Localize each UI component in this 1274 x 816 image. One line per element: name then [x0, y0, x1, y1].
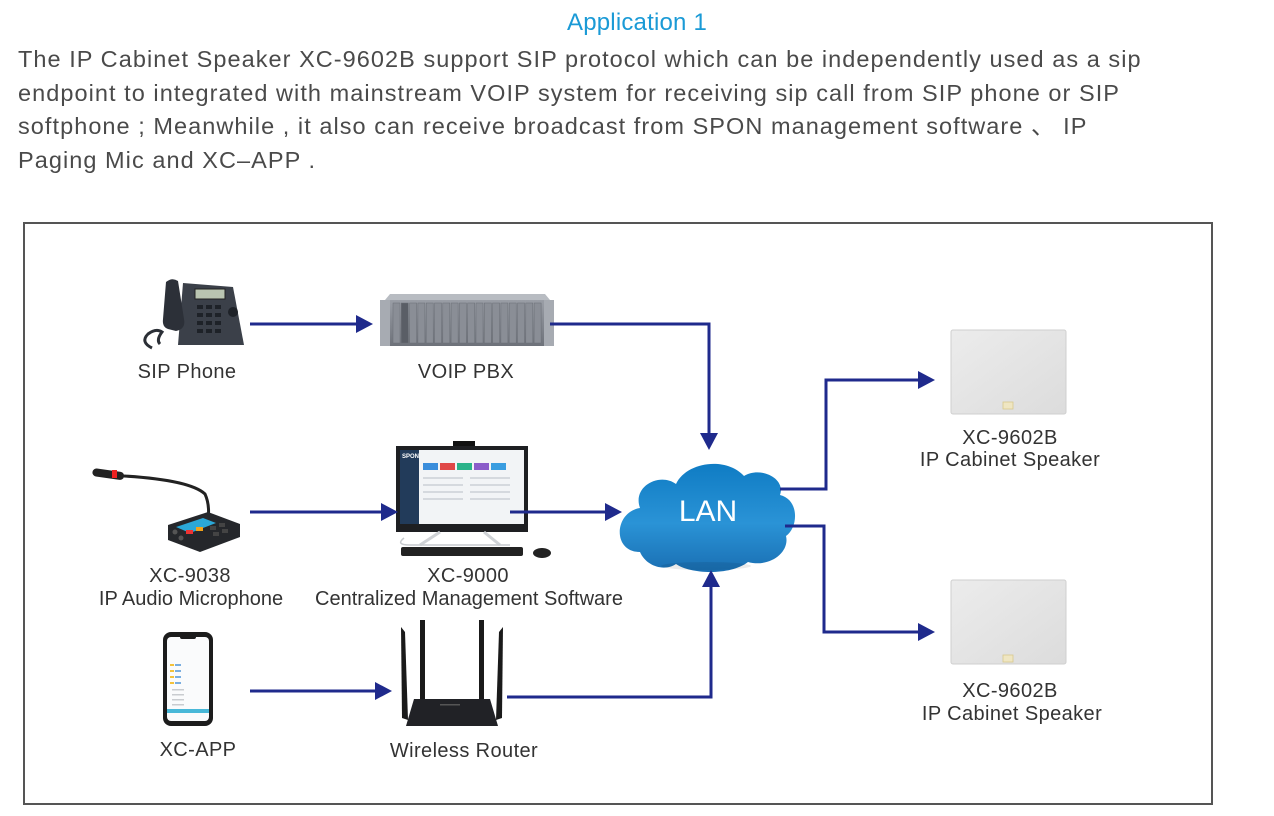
connector-line-router-to-lan [507, 587, 713, 699]
arrowhead-icon [605, 503, 622, 521]
software-name-label: Centralized Management Software [315, 588, 623, 610]
description-line: softphone ; Meanwhile , it also can rece… [18, 113, 1088, 139]
connector-group [250, 315, 935, 700]
smartphone-icon [163, 632, 213, 726]
rack-slots [392, 302, 542, 344]
software-model-label: XC-9000 [427, 565, 509, 587]
rack-slot [500, 302, 509, 344]
description-line: endpoint to integrated with mainstream V… [18, 79, 1121, 106]
lan-label: LAN [679, 495, 737, 528]
app-label: XC-APP [159, 739, 237, 761]
rack-slot [417, 302, 426, 344]
screen-brand: SPON [402, 454, 419, 460]
rack-slot [533, 302, 542, 344]
desktop-computer-icon: SPON [396, 441, 551, 558]
rack-server-icon [380, 294, 554, 346]
arrowhead-icon [918, 623, 935, 641]
router-label: Wireless Router [389, 740, 539, 762]
connector-line-lan-to-speaker_2 [785, 524, 918, 634]
connector-line-lan-to-speaker_1 [780, 378, 918, 491]
rack-slot [450, 302, 459, 344]
speaker-1-model-label: XC-9602B [962, 427, 1058, 449]
rack-slot [492, 302, 500, 344]
speaker-1-name-label: IP Cabinet Speaker [919, 449, 1101, 471]
arrowhead-icon [918, 371, 935, 389]
arrowhead-icon [702, 570, 720, 587]
sip-phone-label: SIP Phone [137, 361, 237, 383]
rack-slot [401, 302, 409, 344]
rack-slot [409, 302, 417, 344]
arrowhead-icon [375, 682, 392, 700]
connector-line-voip_pbx-to-lan [550, 322, 711, 433]
ceiling-speaker-icon [950, 329, 1067, 415]
description-line: Paging Mic and XC–APP . [18, 146, 317, 173]
rack-slot [392, 302, 401, 344]
description-paragraph: The IP Cabinet Speaker XC-9602B support … [18, 43, 1218, 177]
mic-name-label: IP Audio Microphone [98, 588, 284, 610]
mic-model-label: XC-9038 [149, 565, 231, 587]
paging-microphone-icon [92, 468, 240, 552]
arrowhead-icon [381, 503, 398, 521]
rack-slot [425, 302, 434, 344]
arrowhead-icon [356, 315, 373, 333]
description-line: The IP Cabinet Speaker XC-9602B support … [18, 46, 1142, 72]
rack-slot [517, 302, 525, 344]
rack-slot [442, 302, 451, 344]
arrowhead-icon [700, 433, 718, 450]
diagram-frame [23, 222, 1213, 805]
rack-slot [459, 302, 467, 344]
cloud-icon: LAN [619, 463, 796, 572]
desk-phone-icon [143, 279, 244, 350]
rack-slot [525, 302, 534, 344]
ceiling-speaker-icon [950, 579, 1067, 665]
rack-slot [475, 302, 484, 344]
application-title: Application 1 [566, 9, 708, 36]
voip-pbx-label: VOIP PBX [417, 361, 515, 383]
rack-slot [508, 302, 517, 344]
speaker-2-model-label: XC-9602B [962, 680, 1058, 702]
rack-slot [467, 302, 475, 344]
speaker-2-name-label: IP Cabinet Speaker [921, 703, 1103, 725]
rack-slot [484, 302, 492, 344]
wifi-router-icon [401, 620, 503, 726]
rack-slot [434, 302, 442, 344]
